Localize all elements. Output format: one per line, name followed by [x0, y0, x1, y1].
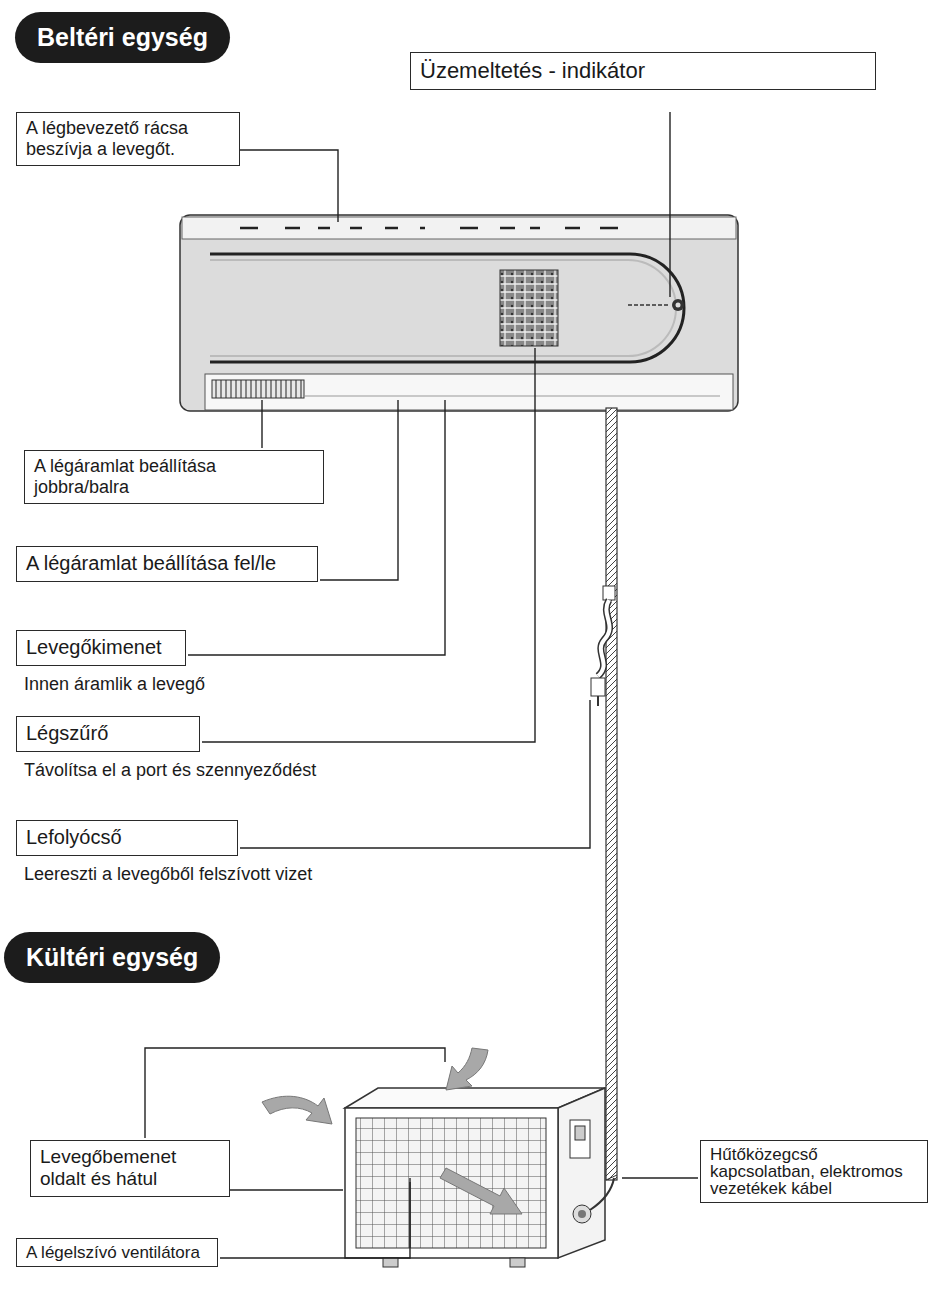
heading-pill: Kültéri egység	[4, 932, 220, 983]
callout-note: Innen áramlik a levegő	[16, 674, 205, 696]
callout-label: A légáramlat beállítása fel/le	[16, 546, 318, 582]
callout-note: Leereszti a levegőből felszívott vizet	[16, 864, 312, 886]
callout-box: LefolyócsőLeereszti a levegőből felszívo…	[16, 820, 312, 885]
heading-text: Beltéri egység	[15, 12, 230, 63]
callout-box: A légáramlat beállítása jobbra/balra	[24, 450, 324, 504]
callout-box: A légelszívó ventilátora	[16, 1238, 218, 1267]
leader-lines	[145, 112, 698, 1258]
callout-box: LevegőkimenetInnen áramlik a levegő	[16, 630, 205, 695]
drain-hose	[591, 586, 615, 706]
callout-label: Levegőbemenet oldalt és hátul	[30, 1140, 230, 1197]
callout-box: Hűtőközegcső kapcsolatban, elektromos ve…	[700, 1140, 928, 1203]
callout-label: Hűtőközegcső kapcsolatban, elektromos ve…	[700, 1140, 928, 1203]
heading-text: Kültéri egység	[4, 932, 220, 983]
callout-label: Üzemeltetés - indikátor	[410, 52, 876, 90]
callout-label: A légáramlat beállítása jobbra/balra	[24, 450, 324, 504]
callout-box: A légbevezető rácsa beszívja a levegőt.	[16, 112, 240, 166]
callout-label: Levegőkimenet	[16, 630, 186, 666]
indoor-unit	[180, 215, 738, 411]
outdoor-unit	[262, 1048, 614, 1267]
callout-box: LégszűrőTávolítsa el a port és szennyező…	[16, 716, 316, 781]
callout-note: Távolítsa el a port és szennyeződést	[16, 760, 316, 782]
refrigerant-pipe	[606, 408, 617, 1180]
callout-box: Üzemeltetés - indikátor	[410, 52, 876, 90]
heading-pill: Beltéri egység	[15, 12, 230, 63]
callout-box: Levegőbemenet oldalt és hátul	[30, 1140, 230, 1197]
callout-box: A légáramlat beállítása fel/le	[16, 546, 318, 582]
callout-label: A légbevezető rácsa beszívja a levegőt.	[16, 112, 240, 166]
callout-label: A légelszívó ventilátora	[16, 1238, 218, 1267]
callout-label: Légszűrő	[16, 716, 200, 752]
callout-label: Lefolyócső	[16, 820, 238, 856]
